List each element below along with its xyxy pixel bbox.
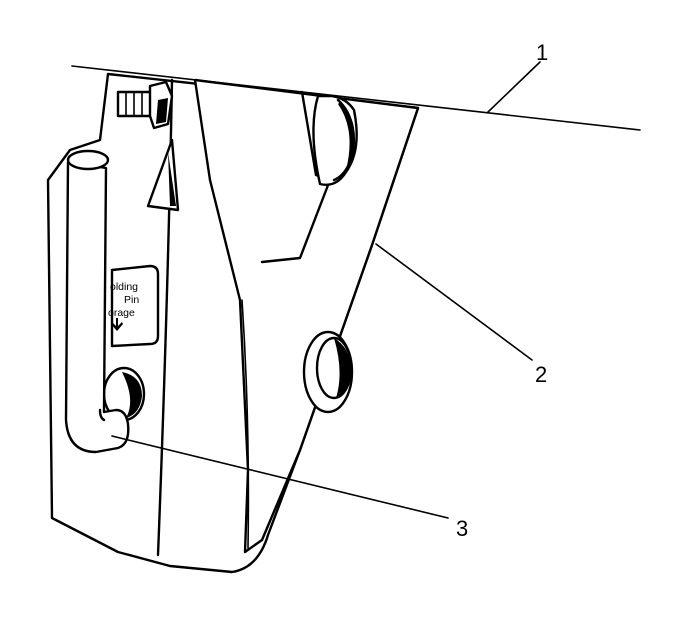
callout-2: 2: [535, 362, 547, 387]
face-contour-lower: [241, 299, 250, 549]
leader-line-3: [111, 435, 449, 519]
decal-line-2: Pin: [124, 294, 139, 306]
pin-receiver-shade: [122, 372, 142, 418]
top-bolt-shaft: [116, 90, 154, 118]
leader-line-1: [71, 65, 641, 131]
storage-decal-plate: [110, 264, 160, 348]
decal-line-1: olding: [110, 281, 138, 293]
top-bolt-nut-shade: [156, 98, 168, 124]
hitch-pin-highlight: [98, 408, 106, 422]
callout-1: 1: [536, 40, 548, 65]
leader-line-2: [375, 243, 533, 361]
upper-bolt-boss-shade: [338, 102, 356, 170]
gusset-shade: [168, 152, 176, 206]
callout-3: 3: [456, 516, 468, 541]
hitch-pin: [64, 160, 130, 454]
lower-bolt-boss-shade: [334, 338, 351, 398]
top-bolt-threads: [125, 91, 143, 117]
decal-line-3: orage: [108, 307, 135, 319]
decal-down-arrow: [111, 318, 123, 331]
leader-line-1b: [487, 61, 541, 113]
hitch-pin-top: [66, 149, 110, 171]
front-face-plate: [193, 78, 420, 554]
